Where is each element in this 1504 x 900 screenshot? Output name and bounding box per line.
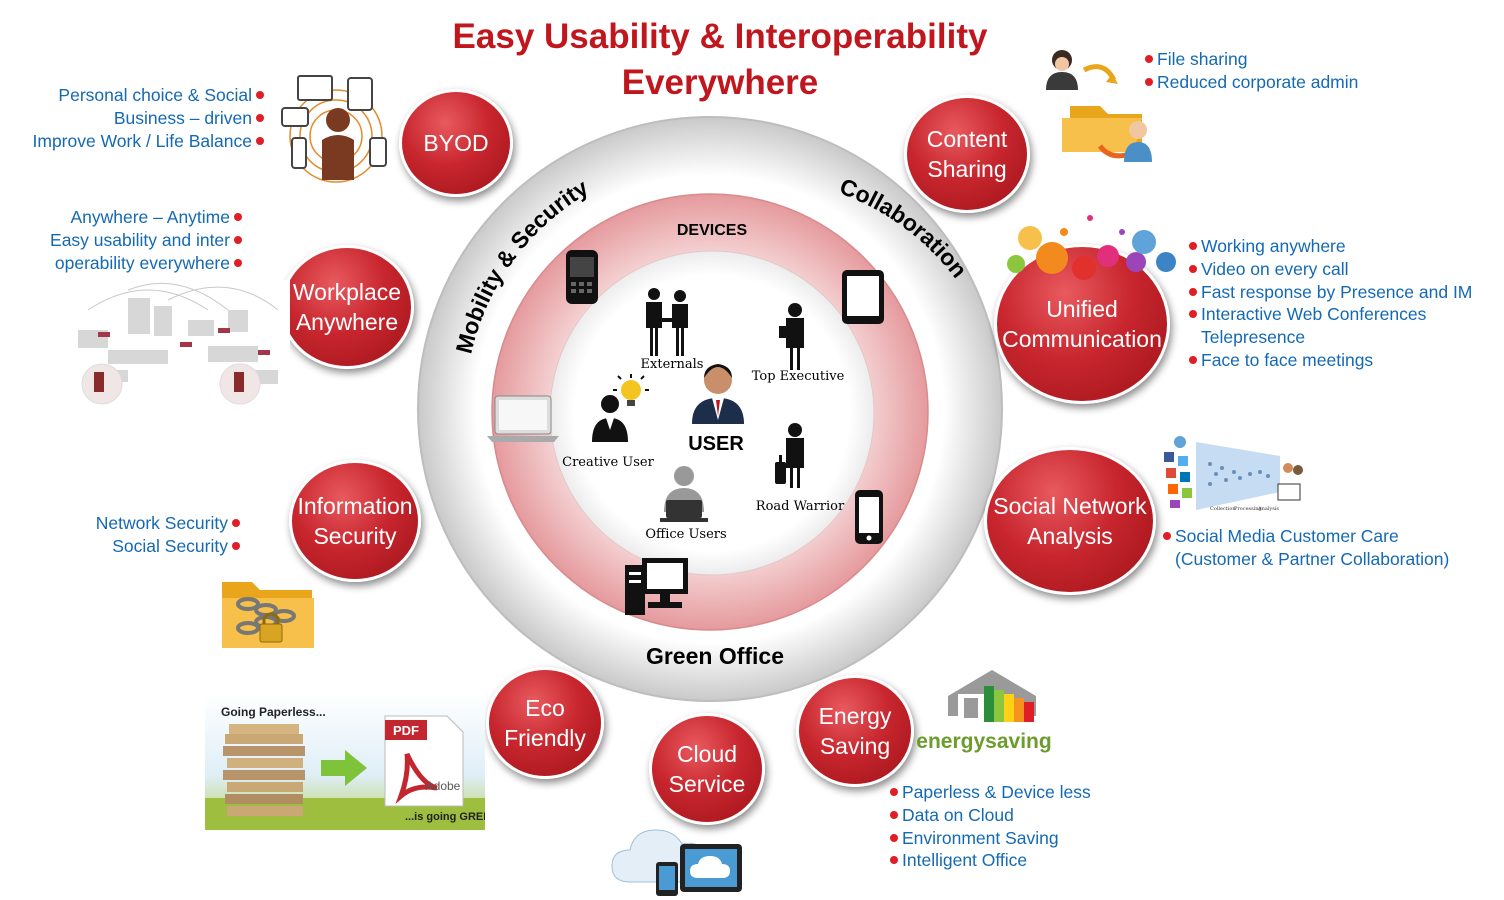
going-paperless-illustration: Going Paperless... PDF Adobe ...is going… [205,694,485,830]
list-item: Improve Work / Life Balance [33,130,267,153]
social-bubble-line-1: Social Network [993,493,1147,519]
stage-collection: Collection [1210,506,1236,512]
byod-benefits-list: Personal choice & Social Business – driv… [33,84,267,152]
list-item: (Customer & Partner Collaboration) [1175,548,1450,569]
eco-bubble-line-2: Friendly [504,725,586,751]
list-item: Easy usability and inter [50,229,244,252]
content-sharing-list: File sharing Reduced corporate admin [1143,48,1358,94]
infosec-benefits-list: Network Security Social Security [96,512,242,558]
list-item: Social Security [96,535,242,558]
externals-label: Externals [641,357,704,372]
list-item: Social Media Customer Care [1161,525,1449,548]
creative-user-label: Creative User [562,455,654,470]
list-item: Video on every call [1187,258,1472,281]
eco-bubble-line-1: Eco [525,695,565,721]
infosec-bubble-line-2: Security [313,523,397,549]
office-user-icon [660,466,708,522]
creative-user-icon [592,374,649,442]
list-item: Personal choice & Social [33,84,267,107]
top-executive-icon [779,303,804,370]
energy-saving-logo: energysaving [916,670,1052,753]
office-users-label: Office Users [645,527,726,542]
workplace-bubble-line-2: Anywhere [295,309,399,335]
social-network-list: Social Media Customer Care (Customer & P… [1161,525,1449,571]
list-item: Network Security [96,512,242,535]
laptop-icon [487,395,559,442]
going-green-text: ...is going GREEN! [405,811,485,823]
unified-bubble-line-2: Communication [1002,326,1162,352]
list-item: Working anywhere [1187,235,1472,258]
list-item: Data on Cloud [888,804,1091,827]
page-title: Easy Usability & Interoperability Everyw… [0,14,1440,106]
list-item: Environment Saving [888,827,1091,850]
list-item: File sharing [1143,48,1358,71]
list-item: operability everywhere [50,252,244,275]
byod-bubble-label: BYOD [423,130,489,156]
file-sharing-illustration [1046,50,1152,162]
desktop-computer-icon [625,558,688,615]
unified-bubble-line-1: Unified [1046,296,1118,322]
energy-bubble-line-1: Energy [818,703,892,729]
energy-bubble-line-2: Saving [819,733,891,759]
list-item: Business – driven [33,107,267,130]
list-item: Paperless & Device less [888,781,1091,804]
infosec-bubble-line-1: Information [297,493,413,519]
road-warrior-icon [775,423,804,488]
list-item: Fast response by Presence and IM [1187,281,1472,304]
social-network-analysis-illustration: Collection Processing Analysis [1164,436,1303,512]
externals-handshake-icon [646,288,688,356]
workplace-bubble-line-1: Workplace [292,279,402,305]
cloud-devices-icon [611,829,742,896]
energy-saving-logo-text: energysaving [916,730,1051,753]
unified-communication-list: Working anywhere Video on every call Fas… [1187,235,1472,372]
title-line-2: Everywhere [621,63,819,102]
byod-bubble[interactable]: BYOD [399,89,513,197]
user-label: USER [688,433,744,455]
going-paperless-text: Going Paperless... [221,705,326,719]
unified-communication-icons [1007,215,1176,280]
list-item: Intelligent Office [888,849,1091,872]
byod-devices-illustration [281,75,387,183]
social-bubble-line-2: Analysis [1027,523,1113,549]
smartphone-icon [566,250,598,304]
content-bubble-line-1: Content [926,126,1008,152]
green-office-list: Paperless & Device less Data on Cloud En… [888,781,1091,872]
list-item: Reduced corporate admin [1143,71,1358,94]
green-office-label: Green Office [646,643,784,669]
stage-processing: Processing [1234,506,1262,512]
user-avatar-icon [692,364,744,424]
cloud-bubble-line-2: Service [668,771,746,797]
tablet-icon [842,270,884,324]
top-executive-label: Top Executive [752,369,845,384]
list-item: Anywhere – Anytime [50,206,244,229]
stage-analysis: Analysis [1257,506,1279,512]
list-item: Telepresence [1201,327,1306,348]
list-item: Face to face meetings [1187,349,1472,372]
road-warrior-label: Road Warrior [756,499,845,514]
title-line-1: Easy Usability & Interoperability [452,17,988,56]
adobe-brand-text: Adobe [426,779,461,793]
workplace-city-illustration [68,280,290,412]
workplace-benefits-list: Anywhere – Anytime Easy usability and in… [50,206,244,274]
devices-label: DEVICES [677,222,748,239]
content-bubble-line-2: Sharing [927,156,1007,182]
list-item: Interactive Web Conferences [1187,303,1472,326]
pdf-badge-text: PDF [393,723,419,738]
locked-folder-icon [222,582,314,648]
phone-icon [855,490,883,544]
cloud-bubble-line-1: Cloud [676,741,738,767]
